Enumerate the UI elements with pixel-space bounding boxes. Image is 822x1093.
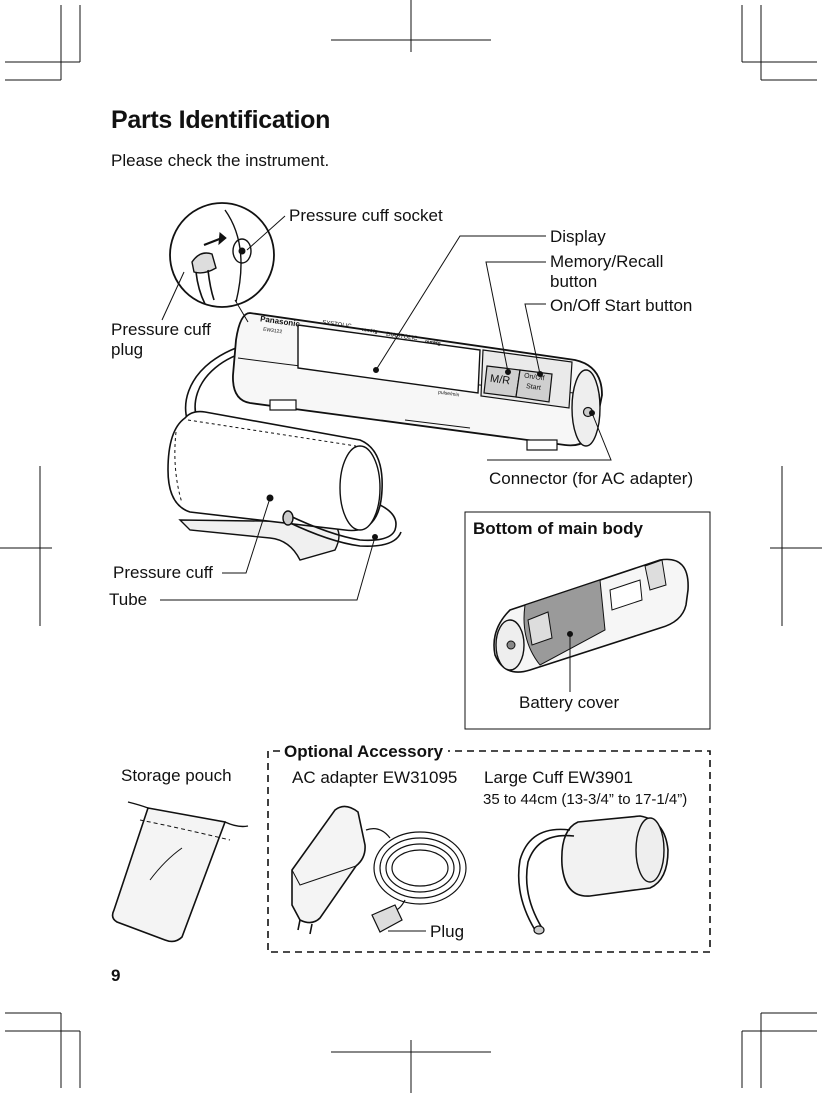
label-pressure-cuff-plug-2: plug	[111, 340, 144, 359]
label-pressure-cuff-plug: Pressure cuff	[111, 320, 211, 339]
page-subtitle: Please check the instrument.	[111, 151, 330, 170]
label-ac-adapter: AC adapter EW31095	[292, 768, 458, 787]
label-large-cuff: Large Cuff EW3901	[484, 768, 633, 787]
label-storage-pouch: Storage pouch	[121, 766, 232, 785]
pressure-cuff-drawing	[167, 410, 402, 561]
label-connector: Connector (for AC adapter)	[489, 469, 694, 488]
label-display: Display	[550, 227, 606, 246]
label-tube: Tube	[109, 590, 148, 609]
optional-accessory-frame	[267, 750, 711, 953]
label-pressure-cuff: Pressure cuff	[113, 563, 213, 582]
label-memory-recall-2: button	[550, 272, 598, 291]
storage-pouch-drawing	[111, 801, 249, 943]
page-number: 9	[111, 966, 121, 985]
label-large-cuff-size: 35 to 44cm (13-3/4” to 17-1/4”)	[483, 791, 688, 808]
label-plug: Plug	[430, 922, 465, 941]
bottom-body-drawing	[493, 558, 689, 692]
leader-lines	[160, 215, 612, 601]
socket-closeup-drawing	[169, 202, 275, 323]
optional-accessory-heading: Optional Accessory	[282, 742, 446, 762]
label-memory-recall: Memory/Recall	[550, 252, 664, 271]
ac-adapter-drawing	[291, 805, 467, 935]
main-unit-drawing	[184, 312, 603, 451]
label-battery-cover: Battery cover	[519, 693, 620, 712]
bottom-box-heading: Bottom of main body	[473, 519, 643, 538]
bottom-box-frame	[464, 511, 711, 730]
large-cuff-drawing	[517, 815, 669, 935]
page-title: Parts Identification	[111, 106, 331, 134]
label-on-off-start: On/Off Start button	[550, 296, 693, 315]
label-pressure-cuff-socket: Pressure cuff socket	[289, 206, 443, 225]
